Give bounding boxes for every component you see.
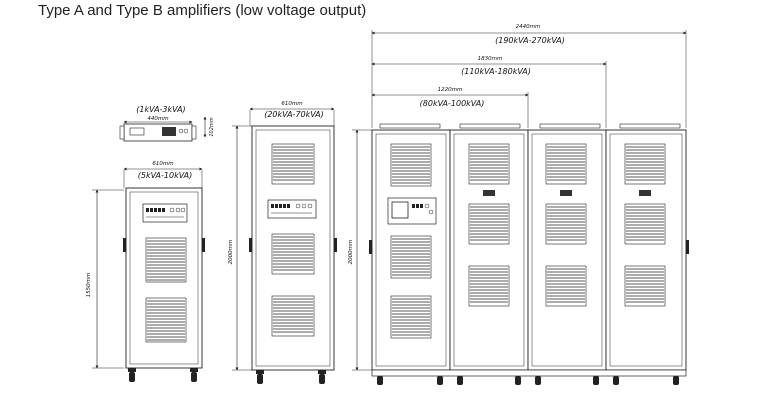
cabinet-80-270kva: 2440mm (190kVA-270kVA) 1830mm (110kVA-18… xyxy=(348,24,689,385)
cabinet-5-10kva-height-label: 1550mm xyxy=(86,273,92,298)
rack-unit-height-label: 102mm xyxy=(209,117,215,136)
span-2440-range-label: (190kVA-270kVA) xyxy=(495,36,565,45)
rack-unit-range-label: (1kVA-3kVA) xyxy=(136,105,185,114)
cabinet-20-70kva-height-label: 2000mm xyxy=(228,240,234,265)
multi-cabinet-section-2 xyxy=(449,129,529,371)
multi-cabinet-section-3 xyxy=(527,129,607,371)
cabinet-5-10kva-louver-top xyxy=(145,237,187,283)
rack-unit-body xyxy=(123,123,193,142)
multi-cabinet-casters xyxy=(377,376,679,385)
cabinet-20-70kva-louver-bottom xyxy=(271,295,315,337)
cabinet-5-10kva-louver-bottom xyxy=(145,297,187,343)
multi-cabinet-section-1 xyxy=(371,129,451,371)
rack-unit-width-label: 440mm xyxy=(147,116,168,122)
cabinet-20-70kva-range-label: (20kVA-70kVA) xyxy=(264,110,324,119)
span-1220-range-label: (80kVA-100kVA) xyxy=(420,99,485,108)
multi-cabinet-touchscreen xyxy=(391,201,409,219)
page-title: Type A and Type B amplifiers (low voltag… xyxy=(38,2,367,19)
cabinet-20-70kva-louver-middle xyxy=(271,233,315,275)
multi-cabinet-height-label: 2000mm xyxy=(348,240,354,265)
cabinet-20-70kva-body xyxy=(251,125,335,371)
rack-unit-display xyxy=(162,127,176,136)
cabinet-5-10kva-control-panel xyxy=(142,203,188,223)
span-2440-width-label: 2440mm xyxy=(516,24,541,30)
cabinet-5-10kva-width-label: 610mm xyxy=(152,161,173,167)
cabinet-20-70kva-width-label: 610mm xyxy=(281,101,302,107)
cabinet-20-70kva: 610mm (20kVA-70kVA) 2000mm xyxy=(228,101,337,384)
span-1830-width-label: 1830mm xyxy=(478,56,503,62)
cabinet-20-70kva-casters xyxy=(256,370,326,384)
cabinet-5-10kva-range-label: (5kVA-10kVA) xyxy=(138,171,192,180)
rack-unit-1-3kva: (1kVA-3kVA) 440mm 102mm xyxy=(119,105,215,142)
span-1830-range-label: (110kVA-180kVA) xyxy=(461,67,531,76)
span-1220-width-label: 1220mm xyxy=(438,87,463,93)
cabinet-5-10kva-casters xyxy=(128,368,198,382)
cabinet-20-70kva-control-panel xyxy=(267,199,317,219)
cabinet-20-70kva-louver-top xyxy=(271,143,315,185)
multi-cabinet-section-4 xyxy=(605,129,687,371)
cabinet-5-10kva: 610mm (5kVA-10kVA) 1550mm xyxy=(86,161,205,382)
